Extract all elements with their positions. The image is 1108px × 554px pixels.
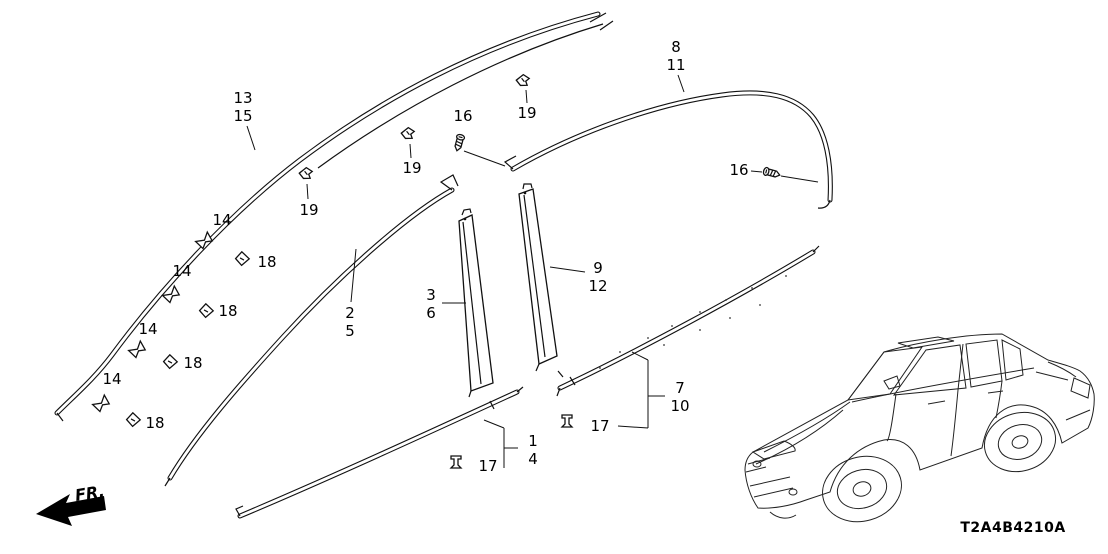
callout-line: 15 [233,107,253,125]
callout-line: 17 [478,457,498,475]
callout-line: 4 [528,450,538,468]
callout-line: 17 [590,417,610,435]
callout-line: 16 [453,107,473,125]
callout-line: 18 [183,354,203,372]
callout-line: 18 [145,414,165,432]
front-bumper-lines [749,476,794,498]
side-mirror [883,375,901,390]
callout-line: 11 [666,56,686,74]
front-emblem [752,460,762,468]
callout-line: 16 [729,161,749,179]
callout-19-b: 19 [402,159,421,177]
headlight [751,440,796,460]
fog-light [788,488,798,496]
callout-line: 19 [402,159,422,177]
callout-19-a: 19 [517,104,536,122]
callout-line: 12 [588,277,608,295]
quarter-glass [1001,339,1024,381]
callout-line: 9 [593,259,603,277]
callout-line: 14 [102,370,122,388]
rear-wheel [983,411,1057,473]
diagram-code: T2A4B4210A [960,520,1066,536]
beltline [851,367,1035,403]
front-door-glass [892,344,967,396]
sunroof [897,336,955,349]
callout-line: 5 [345,322,355,340]
molding-8-11 [503,90,833,209]
callout-14-d: 14 [102,370,121,388]
door-handles [927,390,1004,405]
callout-line: 7 [675,379,685,397]
callout-line: 3 [426,286,436,304]
car-illustration [744,333,1095,523]
callout-line: 14 [138,320,158,338]
callout-line: 10 [670,397,690,415]
callout-18-a: 18 [257,253,276,271]
callout-16-b: 16 [729,161,748,179]
callout-line: 2 [345,304,355,322]
callout-line: 1 [528,432,538,450]
molding-1-4 [235,386,524,519]
callout-line: 18 [218,302,238,320]
molding-13-15 [54,11,614,422]
callout-19-c: 19 [299,201,318,219]
callout-line: 8 [671,38,681,56]
callout-line: 6 [426,304,436,322]
stipple-dots [599,275,787,369]
molding-7-10 [556,245,820,397]
callout-18-c: 18 [183,354,202,372]
callout-14-a: 14 [212,211,231,229]
molding-2-5 [164,174,459,487]
callout-line: 19 [517,104,537,122]
leader-lines [246,74,819,468]
fr-direction-marker: FR. [36,482,106,526]
callout-line: 19 [299,201,319,219]
rear-door-glass [965,339,1003,388]
callout-line: 18 [257,253,277,271]
callout-line: 13 [233,89,253,107]
pillar-garnish-3-6 [458,208,494,398]
fr-arrow-icon [36,494,106,526]
tail-light [1070,377,1091,399]
callout-17-b: 17 [478,457,497,475]
callout-16-a: 16 [453,107,472,125]
callout-14-c: 14 [138,320,157,338]
callout-17-a: 17 [590,417,609,435]
windshield [846,346,924,401]
trunk-lines [1035,361,1091,421]
callout-18-b: 18 [218,302,237,320]
callout-18-d: 18 [145,414,164,432]
front-wheel [822,455,902,523]
callout-14-b: 14 [172,262,191,280]
fr-label: FR. [74,482,106,505]
pillar-garnish-9-12 [518,183,564,378]
callout-line: 14 [212,211,232,229]
car-body-outline [744,333,1095,509]
callout-line: 14 [172,262,192,280]
